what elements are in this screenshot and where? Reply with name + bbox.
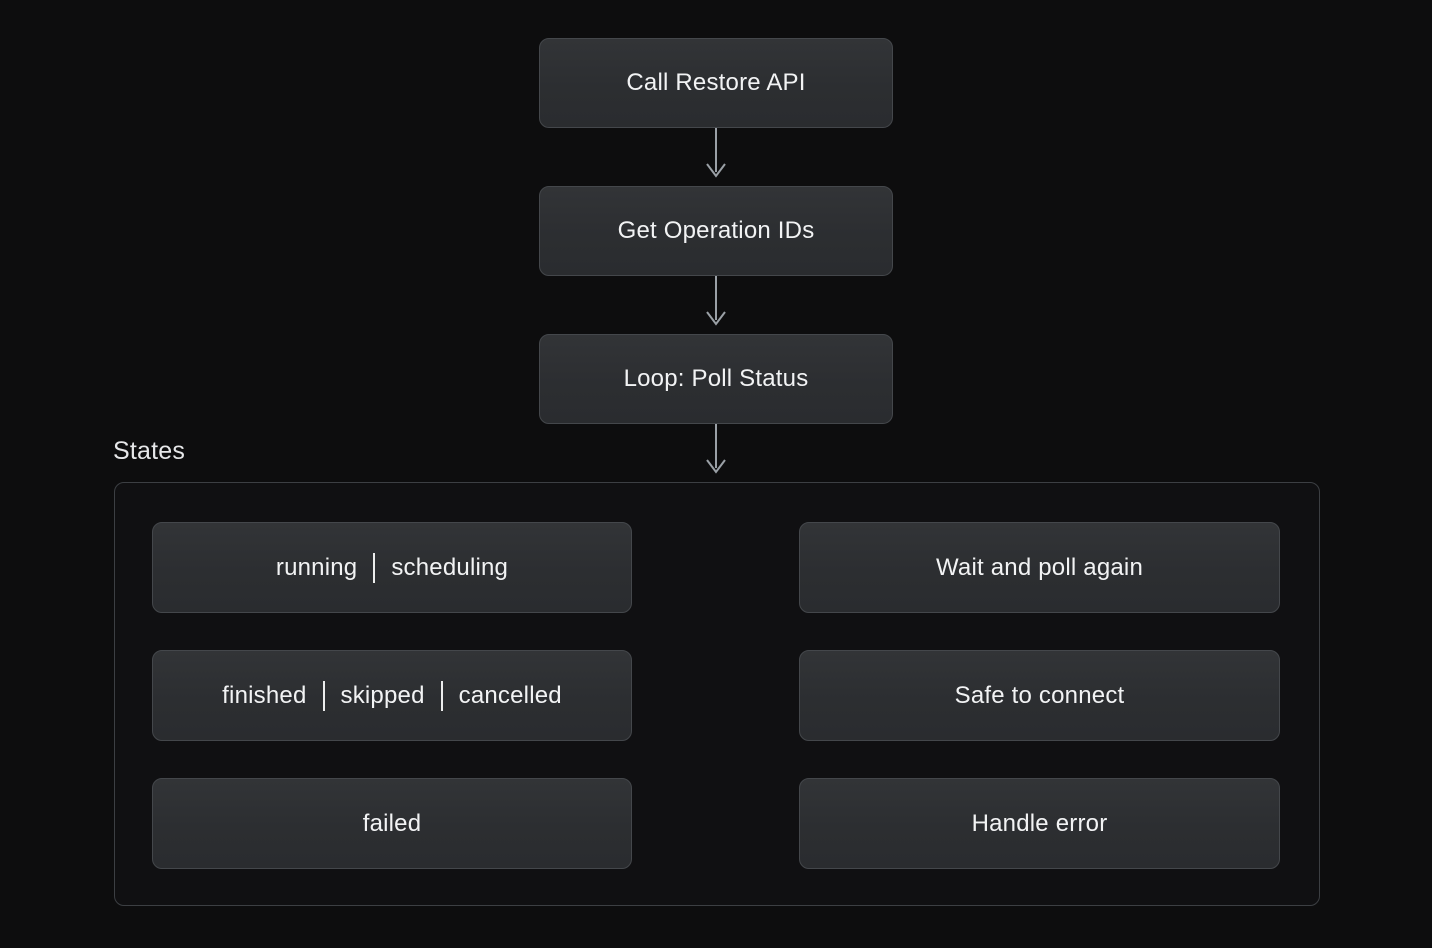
state-separator-icon [322,680,325,711]
state-group: running scheduling [260,552,524,583]
state-group: failed [347,810,438,838]
state-group: finished skipped cancelled [206,680,578,711]
node-action-wait-and-poll-again-label: Wait and poll again [935,553,1144,581]
node-state-finished-skipped-cancelled[interactable]: finished skipped cancelled [152,650,632,741]
edge-get-operation-to-loop-poll [706,275,726,326]
edge-loop-poll-to-states [706,423,726,474]
node-get-operation-ids[interactable]: Get Operation IDs [539,186,893,276]
node-action-handle-error-label: Handle error [971,809,1108,837]
state-label-running: running [275,553,358,581]
node-action-safe-to-connect-label: Safe to connect [954,681,1125,709]
state-separator-icon [373,552,376,583]
node-loop-poll-status[interactable]: Loop: Poll Status [539,334,893,424]
subgraph-title-states: States [113,437,186,465]
node-action-safe-to-connect[interactable]: Safe to connect [799,650,1280,741]
node-get-operation-ids-label: Get Operation IDs [617,217,815,244]
node-action-wait-and-poll-again[interactable]: Wait and poll again [799,522,1280,613]
state-label-scheduling: scheduling [391,553,509,581]
node-loop-poll-status-label: Loop: Poll Status [623,365,809,392]
node-action-handle-error[interactable]: Handle error [799,778,1280,869]
state-label-failed: failed [362,809,422,837]
state-separator-icon [440,680,443,711]
node-call-restore-api[interactable]: Call Restore API [539,38,893,128]
node-call-restore-api-label: Call Restore API [626,69,806,96]
node-state-failed[interactable]: failed [152,778,632,869]
state-label-finished: finished [222,681,307,709]
state-label-cancelled: cancelled [458,681,562,709]
node-state-running-scheduling[interactable]: running scheduling [152,522,632,613]
state-label-skipped: skipped [340,681,425,709]
edge-call-restore-to-get-operation [706,127,726,178]
